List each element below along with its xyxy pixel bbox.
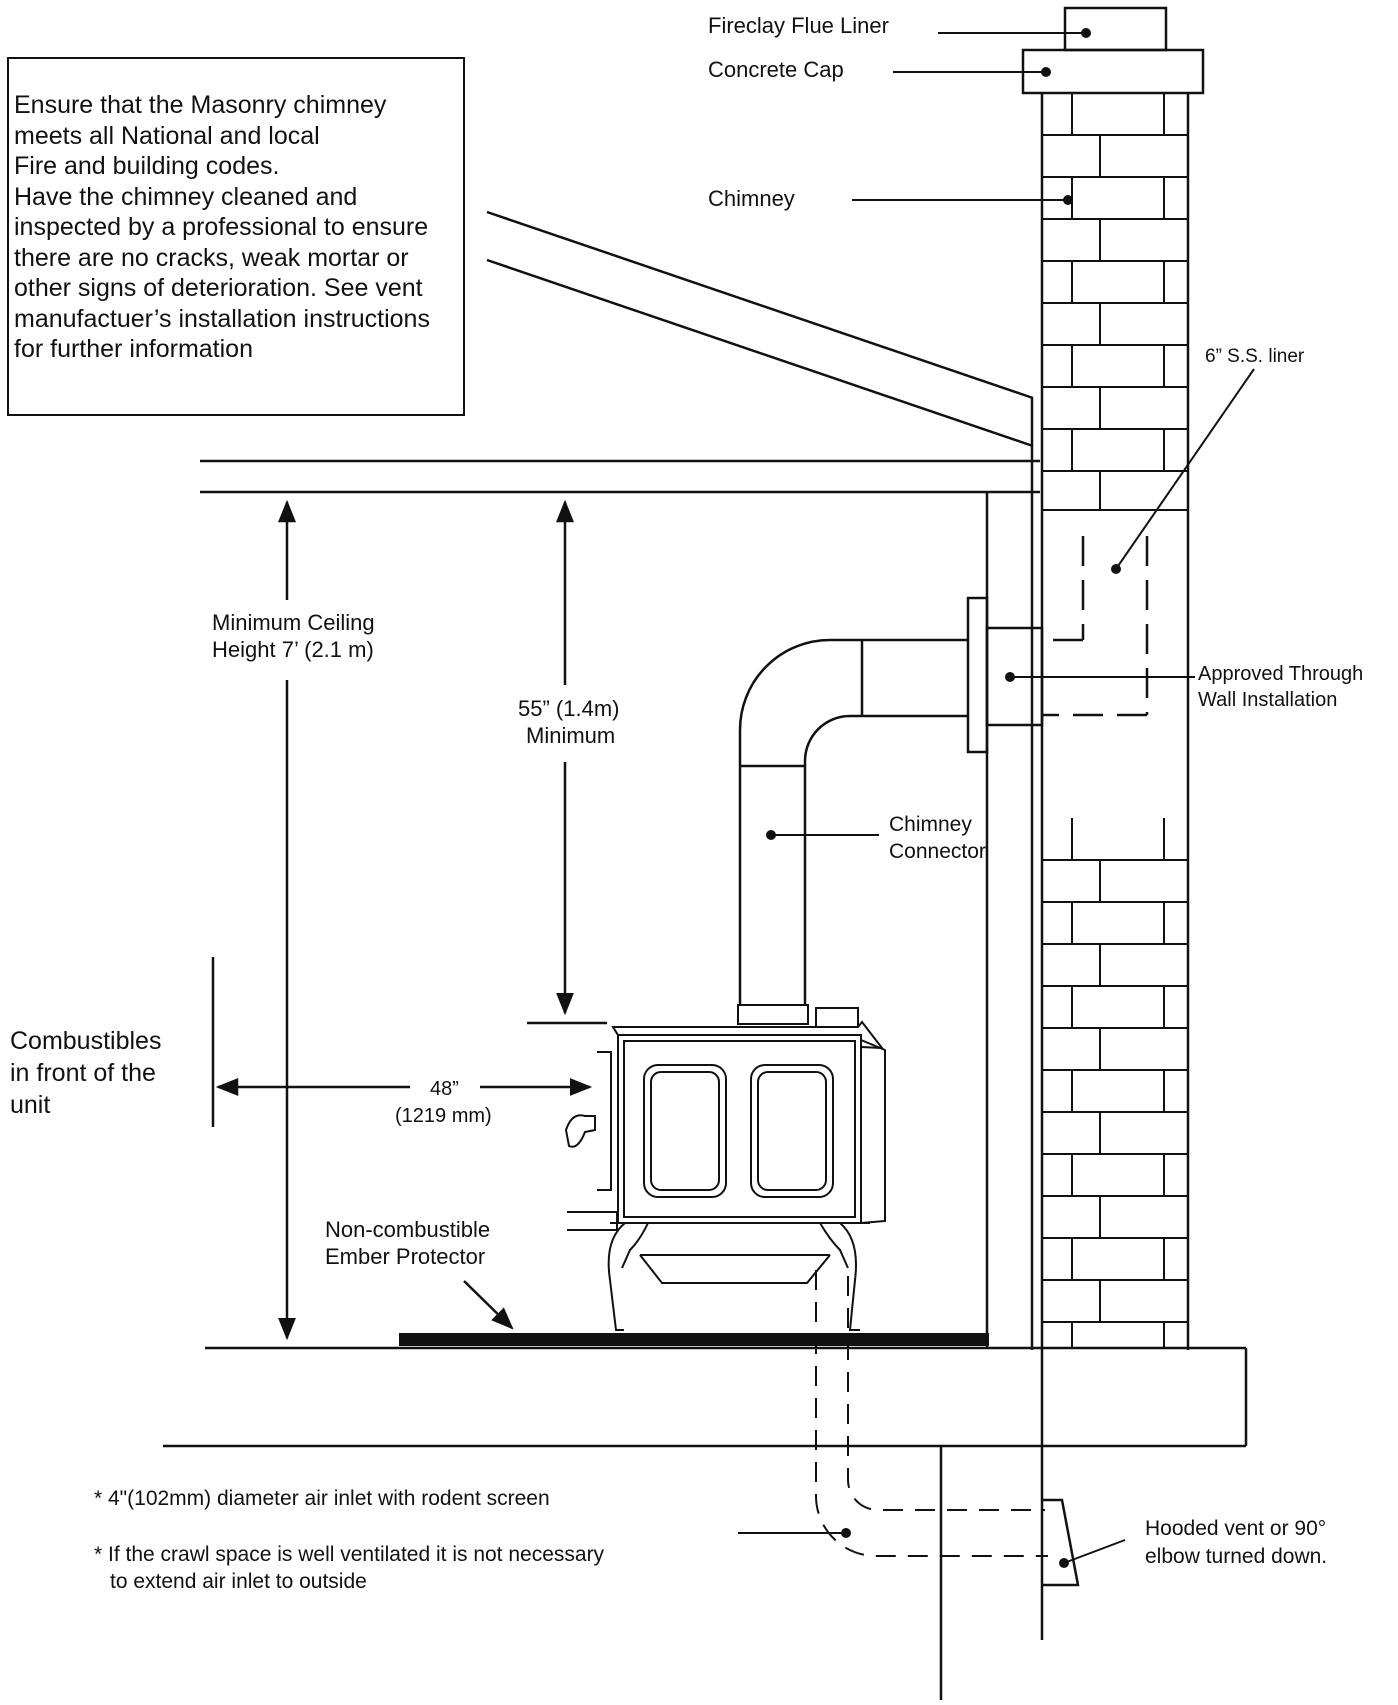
notice-line: Have the chimney cleaned and	[14, 182, 358, 211]
notice-line: there are no cracks, weak mortar or	[14, 243, 409, 272]
wood-stove	[564, 1004, 886, 1331]
notice-line: inspected by a professional to ensure	[14, 213, 429, 241]
label-clearance-2: Minimum	[526, 723, 615, 748]
ember-arrow	[463, 1280, 514, 1330]
dimension-arrows	[215, 499, 593, 1341]
floor-lines	[163, 1346, 1248, 1700]
air-inlet-dashed	[815, 1270, 1048, 1557]
notice-line: Fire and building codes.	[14, 152, 280, 180]
ember-protector	[399, 1333, 989, 1346]
label-connector-1: Chimney	[889, 813, 972, 836]
label-concrete-cap: Concrete Cap	[708, 57, 844, 82]
label-clearance-1: 55” (1.4m)	[518, 696, 619, 721]
label-crawl-1: * If the crawl space is well ventilated …	[94, 1543, 605, 1566]
label-front-clear-2: (1219 mm)	[395, 1105, 492, 1127]
notice-line: manufactuer’s installation instructions	[14, 304, 430, 333]
leader-lines	[738, 32, 1255, 1564]
notice-line: Ensure that the Masonry chimney	[14, 91, 387, 119]
label-combustibles-2: in front of the	[10, 1059, 156, 1087]
hooded-vent	[1043, 1498, 1080, 1587]
label-ember-2: Ember Protector	[325, 1244, 485, 1269]
label-air-inlet: * 4"(102mm) diameter air inlet with rode…	[94, 1487, 550, 1510]
chimney-walls	[1030, 93, 1190, 1640]
label-fireclay-flue-liner: Fireclay Flue Liner	[708, 13, 889, 38]
leader-dots	[766, 28, 1121, 1568]
notice-line: for further information	[14, 335, 253, 363]
chimney-bricks	[1042, 93, 1188, 1349]
label-chimney: Chimney	[708, 186, 795, 211]
label-hooded-1: Hooded vent or 90°	[1145, 1517, 1326, 1540]
label-through-wall-1: Approved Through	[1198, 663, 1363, 685]
label-connector-2: Connector	[889, 840, 986, 863]
chimney-connector-pipe	[738, 638, 968, 1005]
label-combustibles-1: Combustibles	[10, 1027, 161, 1055]
label-crawl-2: to extend air inlet to outside	[110, 1570, 367, 1593]
label-min-ceiling-1: Minimum Ceiling	[212, 610, 375, 635]
label-combustibles-3: unit	[10, 1091, 50, 1119]
ss-liner-dashed	[1042, 536, 1149, 717]
label-ember-1: Non-combustible	[325, 1217, 490, 1242]
notice-line: other signs of deterioration. See vent	[14, 274, 423, 302]
chimney-flue-liner	[1063, 6, 1168, 52]
label-min-ceiling-2: Height 7’ (2.1 m)	[212, 637, 374, 662]
label-ss-liner: 6” S.S. liner	[1205, 346, 1305, 367]
label-front-clear-1: 48”	[430, 1078, 459, 1100]
notice-line: meets all National and local	[14, 121, 320, 150]
roof-lines	[486, 210, 1034, 448]
label-through-wall-2: Wall Installation	[1198, 689, 1337, 711]
notice-box	[7, 57, 465, 416]
label-hooded-2: elbow turned down.	[1145, 1545, 1327, 1568]
